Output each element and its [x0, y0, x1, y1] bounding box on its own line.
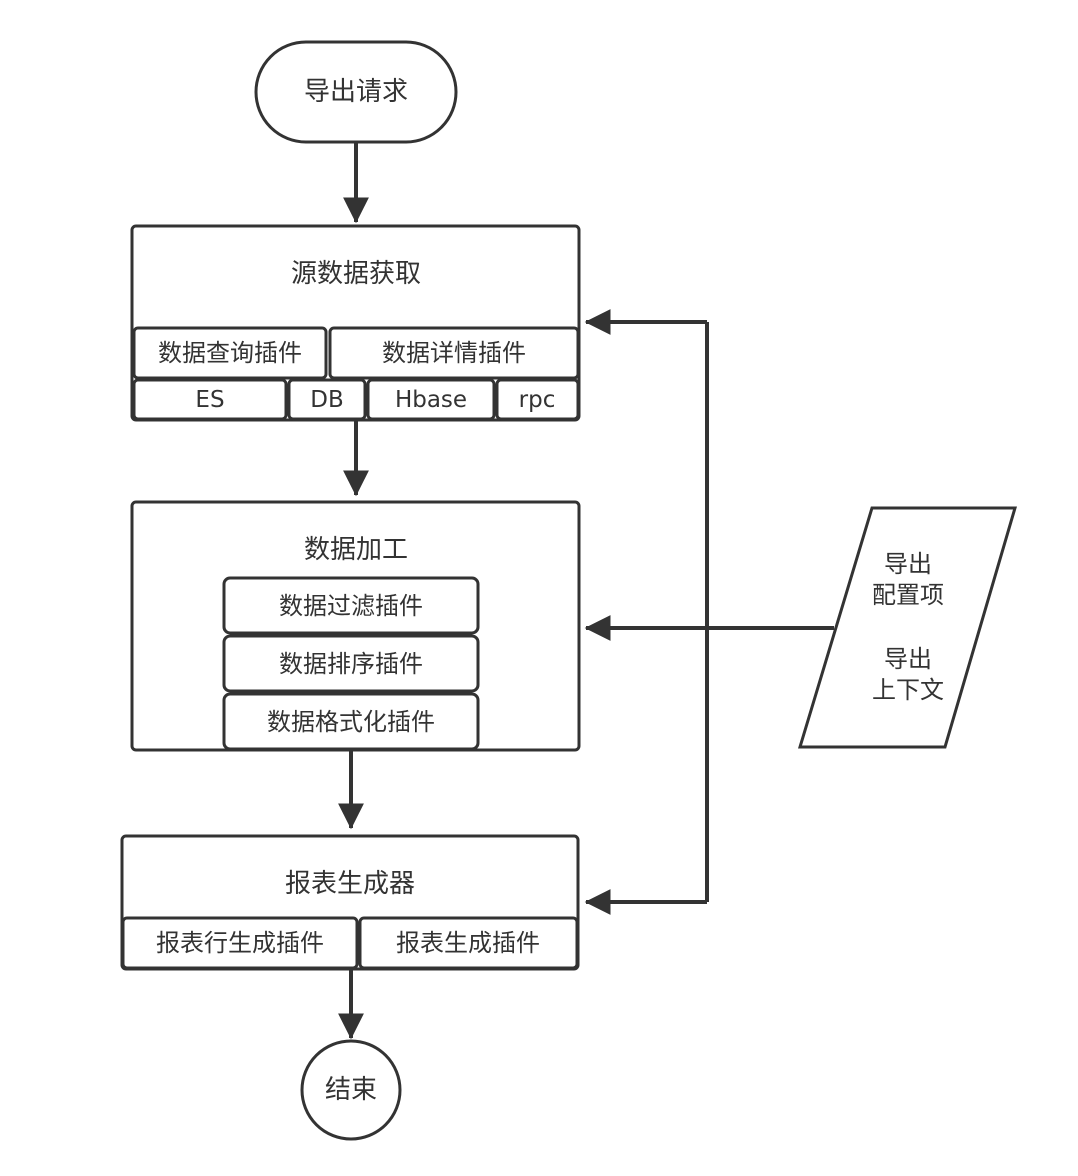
source-hbase-label: Hbase — [395, 387, 467, 413]
config-line-1: 导出 — [884, 550, 932, 578]
plugin-sort-label: 数据排序插件 — [279, 650, 423, 678]
source-hbase-box — [366, 378, 496, 421]
source-rpc-box — [495, 378, 580, 421]
plugin-format-label: 数据格式化插件 — [267, 708, 435, 736]
plugin-detail-box — [328, 326, 580, 380]
start-node: 导出请求 — [254, 40, 458, 144]
source-db-box — [287, 378, 367, 421]
start-node-label: 导出请求 — [304, 77, 408, 107]
config-input-node: 导出 配置项 导出 上下文 — [797, 506, 1018, 749]
plugin-row-gen-label: 报表行生成插件 — [156, 929, 324, 957]
plugin-detail-label: 数据详情插件 — [382, 339, 526, 367]
plugin-query-label: 数据查询插件 — [158, 339, 302, 367]
source-es-box — [132, 378, 288, 421]
plugin-format-box — [222, 692, 480, 751]
source-es-label: ES — [195, 387, 224, 413]
report-generator-title: 报表生成器 — [285, 869, 415, 899]
plugin-sort-box — [222, 634, 480, 693]
data-processing-block: 数据加工 数据过滤插件 数据排序插件 数据格式化插件 — [130, 500, 581, 752]
report-generator-block: 报表生成器 报表行生成插件 报表生成插件 — [120, 834, 580, 971]
source-fetch-title: 源数据获取 — [291, 259, 421, 289]
source-rpc-label: rpc — [519, 387, 556, 413]
plugin-query-box — [132, 326, 328, 380]
plugin-filter-box — [222, 576, 480, 635]
plugin-report-gen-box — [358, 916, 579, 970]
config-line-2: 配置项 — [872, 581, 944, 609]
data-processing-title: 数据加工 — [304, 535, 408, 565]
end-node: 结束 — [300, 1039, 402, 1141]
config-line-4: 上下文 — [872, 676, 944, 704]
source-fetch-block: 源数据获取 数据查询插件 数据详情插件 ES DB Hbase rpc — [130, 224, 581, 422]
plugin-row-gen-box — [121, 916, 359, 970]
plugin-filter-label: 数据过滤插件 — [279, 592, 423, 620]
plugin-report-gen-label: 报表生成插件 — [396, 929, 540, 957]
end-node-label: 结束 — [325, 1075, 377, 1105]
source-db-label: DB — [310, 387, 344, 413]
config-line-3: 导出 — [884, 645, 932, 673]
